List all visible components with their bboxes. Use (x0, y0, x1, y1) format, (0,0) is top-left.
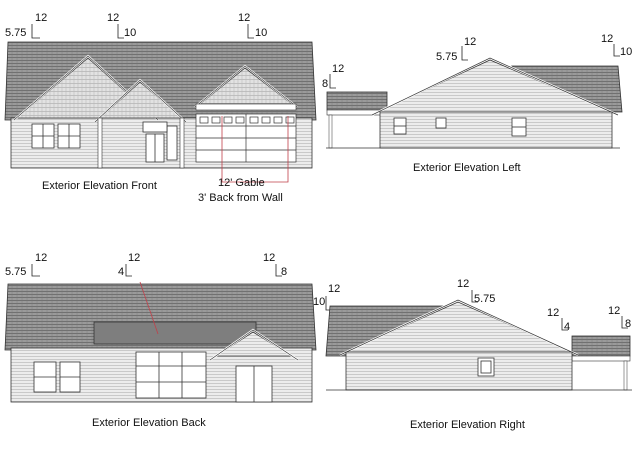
left-pitch-label: 12 (464, 36, 476, 48)
right-pitch-label: 12 (457, 278, 469, 290)
left-pitch-label: 8 (322, 78, 328, 90)
left-pitch-label: 10 (620, 46, 632, 58)
left-elevation: 12 8 12 5.75 12 10 Exterior Elevation Le… (322, 33, 632, 174)
front-window-right (166, 125, 178, 161)
front-pitch-label: 10 (255, 27, 267, 39)
back-patio-door (235, 365, 273, 403)
left-wall (379, 111, 613, 149)
back-pitch-label: 12 (263, 252, 275, 264)
front-pitch-label: 10 (124, 27, 136, 39)
left-windows (393, 117, 527, 137)
right-pitch-label: 4 (564, 321, 570, 333)
front-pitch-label: 5.75 (5, 27, 26, 39)
right-pitch-label: 12 (547, 307, 559, 319)
front-elevation: 5.75 12 12 10 12 10 (4, 12, 317, 204)
back-pitch-label: 4 (118, 266, 124, 278)
back-elevation: 5.75 12 4 12 12 8 Exterior Elevat (4, 252, 317, 429)
left-pitch-label: 5.75 (436, 51, 457, 63)
back-pitch-label: 12 (35, 252, 47, 264)
right-wall (345, 351, 573, 391)
front-gable-note-line1: 12' Gable (218, 177, 265, 189)
right-porch-roof (571, 335, 631, 357)
back-pitch-label: 5.75 (5, 266, 26, 278)
front-garage-door (195, 113, 297, 163)
front-pitch-label: 12 (238, 12, 250, 24)
back-pitch-label: 8 (281, 266, 287, 278)
right-caption: Exterior Elevation Right (410, 419, 525, 431)
right-pitch-label: 12 (328, 283, 340, 295)
left-pitch-label: 12 (601, 33, 613, 45)
right-pitch-label: 12 (608, 305, 620, 317)
left-porch-roof (326, 91, 388, 111)
back-windows (33, 351, 207, 399)
left-pitch-label: 12 (332, 63, 344, 75)
right-pitch-label: 5.75 (474, 293, 495, 305)
front-pitch-label: 12 (35, 12, 47, 24)
back-center-roof (93, 321, 257, 345)
back-caption: Exterior Elevation Back (92, 417, 206, 429)
pitch-marks-left (329, 44, 620, 89)
right-elevation: 10 12 12 5.75 12 4 12 8 Exterior Elevati… (313, 278, 632, 431)
gable-annotation-marker (221, 116, 289, 183)
left-caption: Exterior Elevation Left (413, 162, 521, 174)
front-entry-door (142, 121, 168, 163)
right-window (477, 357, 495, 377)
pitch-marks-back (31, 264, 282, 277)
front-caption: Exterior Elevation Front (42, 180, 157, 192)
front-window-left (31, 123, 81, 149)
right-pitch-label: 8 (625, 318, 631, 330)
pitch-marks-right (325, 290, 628, 331)
right-pitch-label: 10 (313, 296, 325, 308)
front-gable-note-line2: 3' Back from Wall (198, 192, 283, 204)
back-pitch-label: 12 (128, 252, 140, 264)
pitch-marks-front (31, 24, 254, 39)
front-pitch-label: 12 (107, 12, 119, 24)
